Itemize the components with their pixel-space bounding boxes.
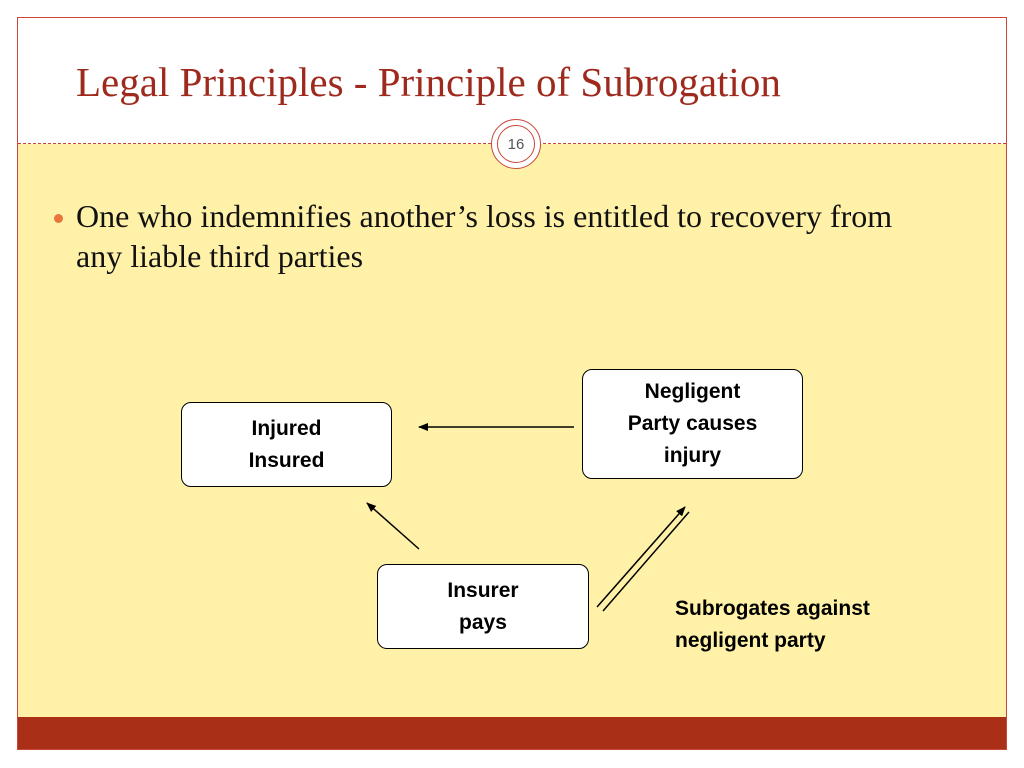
negligent-party-box: Negligent Party causes injury bbox=[582, 369, 803, 479]
injured-insured-line-2: Insured bbox=[248, 448, 325, 472]
insurer-pays-line-2: pays bbox=[459, 610, 507, 634]
negligent-party-line-2: Party causes bbox=[627, 412, 758, 435]
bullet-item: One who indemnifies another’s loss is en… bbox=[54, 196, 924, 276]
subrogation-note-line-2: negligent party bbox=[675, 629, 826, 652]
injured-insured-box: Injured Insured bbox=[181, 402, 392, 487]
page-number-badge: 16 bbox=[491, 119, 541, 169]
footer-bar bbox=[18, 717, 1006, 749]
subrogation-note-line-1: Subrogates against bbox=[675, 597, 870, 620]
insurer-pays-box: Insurer pays bbox=[377, 564, 589, 649]
slide: Legal Principles - Principle of Subrogat… bbox=[17, 17, 1007, 750]
slide-title: Legal Principles - Principle of Subrogat… bbox=[76, 59, 781, 105]
page-number: 16 bbox=[497, 125, 535, 163]
bullet-text: One who indemnifies another’s loss is en… bbox=[76, 198, 893, 274]
negligent-party-line-3: injury bbox=[663, 444, 722, 467]
injured-insured-line-1: Injured bbox=[251, 416, 322, 440]
subrogation-note: Subrogates against negligent party bbox=[675, 593, 870, 657]
bullet-dot-icon bbox=[54, 214, 63, 223]
insurer-pays-line-1: Insurer bbox=[447, 578, 519, 602]
negligent-party-line-1: Negligent bbox=[644, 380, 741, 403]
